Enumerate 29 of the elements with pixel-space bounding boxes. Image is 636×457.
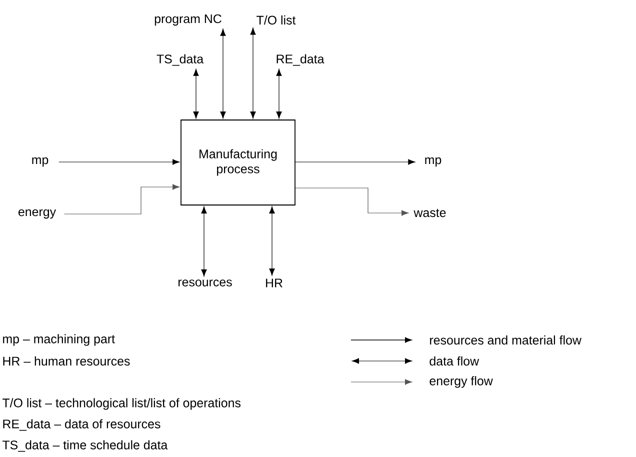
legend-text: energy flow	[430, 376, 493, 388]
input-label: RE_data	[276, 54, 324, 66]
input-label: mp	[32, 157, 48, 167]
process-box: Manufacturing process	[180, 120, 296, 206]
input-label: TS_data	[156, 54, 204, 66]
arrow	[193, 68, 199, 119]
arrow	[269, 206, 275, 276]
arrow	[295, 188, 409, 216]
arrow	[201, 206, 207, 276]
input-label: T/O list	[256, 15, 296, 25]
arrow	[58, 159, 180, 165]
abbreviation-note: mp – machining part	[3, 334, 115, 346]
arrow	[64, 184, 180, 214]
output-label: waste	[414, 208, 446, 218]
input-label: energy	[18, 209, 56, 219]
arrow	[295, 159, 416, 165]
abbreviation-note: RE_data – data of resources	[3, 419, 160, 431]
arrow	[220, 28, 226, 119]
input-label: program NC	[154, 14, 222, 26]
abbreviation-note: T/O list – technological list/list of operations	[2, 398, 241, 410]
resource-label: resources	[178, 280, 232, 286]
legend-text: data flow	[430, 356, 480, 366]
legend-text: resources and material flow	[430, 335, 582, 345]
arrow	[250, 28, 256, 119]
abbreviation-note: HR – human resources	[3, 356, 130, 366]
abbreviation-note: TS_data – time schedule data	[2, 440, 168, 452]
resource-label: HR	[266, 278, 282, 288]
arrow	[276, 68, 282, 119]
output-label: mp	[425, 157, 442, 167]
